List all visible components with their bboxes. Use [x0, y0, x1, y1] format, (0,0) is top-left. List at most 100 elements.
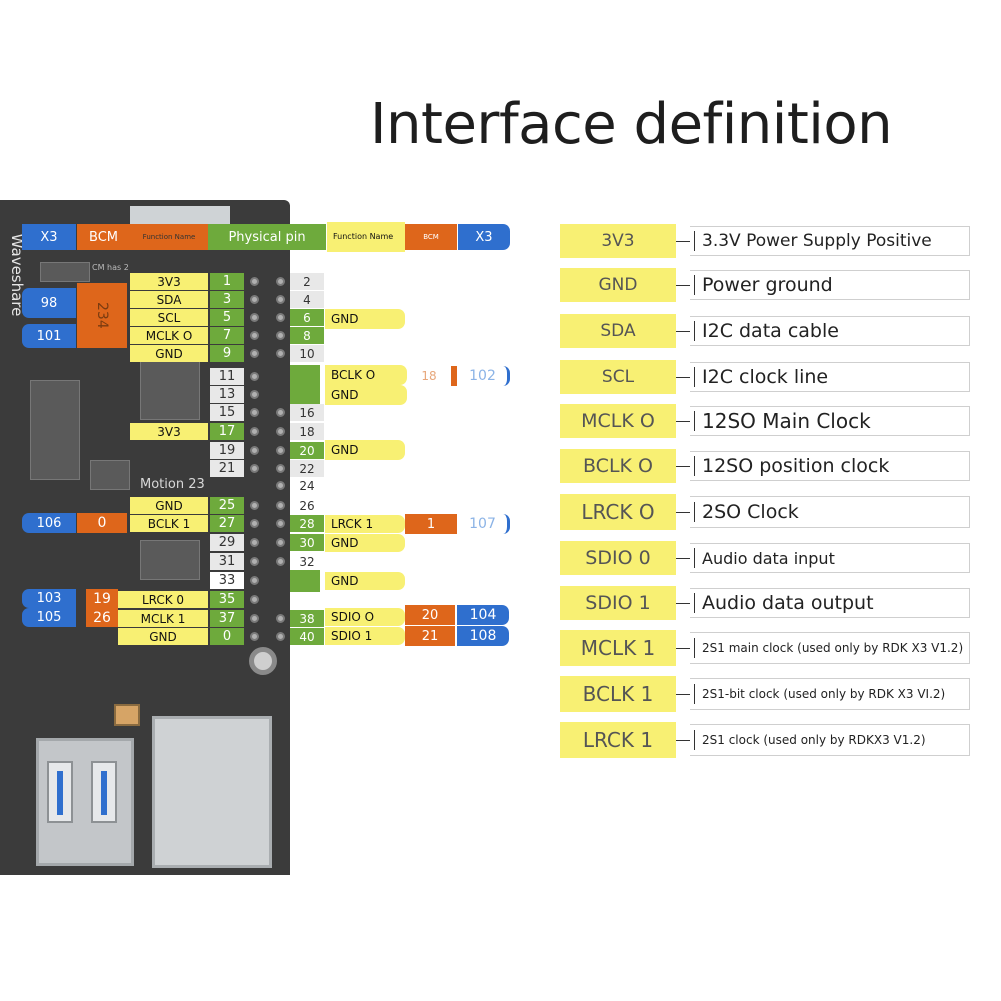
pin-block [290, 570, 320, 592]
function-label: BCLK O [325, 365, 407, 385]
legend-key: GND [560, 268, 676, 302]
x3-label: 108 [457, 626, 509, 646]
function-label: BCLK 1 [130, 515, 208, 532]
bcm-label: 18 [407, 366, 457, 386]
bcm-label: 26 [86, 608, 118, 627]
function-label: MCLK O [130, 327, 208, 344]
legend-divider [694, 367, 695, 387]
physical-pin-label: 10 [290, 345, 324, 362]
physical-pin-label: 7 [210, 327, 244, 344]
legend-divider [694, 729, 695, 751]
pin-hole [250, 390, 259, 399]
function-label: 3V3 [130, 423, 208, 440]
pin-hole [276, 557, 285, 566]
physical-pin-label: 28 [290, 515, 324, 532]
pin-hole [276, 331, 285, 340]
physical-pin-label: 25 [210, 497, 244, 514]
legend-key: LRCK O [560, 494, 676, 530]
bcm-label: 20 [405, 605, 455, 625]
x3-label: 98 [22, 288, 76, 318]
legend-connector [676, 331, 690, 332]
pin-hole [276, 277, 285, 286]
legend-connector [676, 694, 690, 695]
legend-row: MCLK 1 2S1 main clock (used only by RDK X… [560, 630, 970, 666]
pin-hole [250, 614, 259, 623]
bcm-label: 1 [405, 514, 457, 534]
usb-contact [101, 771, 107, 815]
chip [40, 262, 90, 282]
function-label: SDIO 1 [325, 627, 405, 645]
chip [30, 380, 80, 480]
pin-hole [250, 519, 259, 528]
physical-pin-label: 35 [210, 591, 244, 608]
pin-hole [276, 295, 285, 304]
legend-divider [694, 275, 695, 295]
legend-divider [694, 548, 695, 568]
usb-port [36, 738, 134, 866]
function-label: GND [325, 385, 407, 405]
legend-key: MCLK 1 [560, 630, 676, 666]
legend-divider [694, 593, 695, 613]
header-function-name-left: Function Name [130, 224, 208, 250]
header-x3-left: X3 [22, 224, 76, 250]
legend-divider [694, 411, 695, 431]
legend-connector [676, 241, 690, 242]
physical-pin-label: 19 [210, 442, 244, 459]
physical-pin-label: 29 [210, 534, 244, 551]
legend-key: SDIO 0 [560, 541, 676, 575]
x3-label: 106 [22, 513, 76, 533]
legend-row: SDIO 1 Audio data output [560, 586, 970, 620]
legend-description: 12SO position clock [690, 451, 970, 481]
legend-description: 12SO Main Clock [690, 406, 970, 436]
legend-description: 3.3V Power Supply Positive [690, 226, 970, 256]
pin-hole [276, 519, 285, 528]
physical-pin-label: 2 [290, 273, 324, 290]
physical-pin-label: 0 [210, 628, 244, 645]
physical-pin-label: 3 [210, 291, 244, 308]
pin-hole [276, 632, 285, 641]
cm-label: CM has 2 [92, 263, 129, 272]
physical-pin-label: 30 [290, 534, 324, 551]
physical-pin-label: 20 [290, 442, 324, 459]
legend-description: 2S1 clock (used only by RDKX3 V1.2) [690, 724, 970, 756]
function-label: SDIO O [325, 608, 405, 626]
physical-pin-label: 9 [210, 345, 244, 362]
function-label: GND [130, 497, 208, 514]
bcm-label: 21 [405, 626, 455, 646]
header-bcm-left: BCM [77, 224, 130, 250]
legend-description: 2S1 main clock (used only by RDK X3 V1.2… [690, 632, 970, 664]
x3-label: 103 [22, 589, 76, 608]
function-label: GND [325, 309, 405, 329]
legend-key: SDA [560, 314, 676, 348]
x3-label: 107 [458, 514, 510, 534]
pin-hole [250, 313, 259, 322]
legend-key: 3V3 [560, 224, 676, 258]
pin-hole [250, 632, 259, 641]
bcm-label: 234 [77, 283, 127, 348]
function-label: LRCK 1 [325, 515, 405, 533]
chip [90, 460, 130, 490]
legend-key: BCLK 1 [560, 676, 676, 712]
physical-pin-label: 37 [210, 610, 244, 627]
usb-slot [47, 761, 73, 823]
physical-pin-label: 13 [210, 386, 244, 403]
legend-key: SDIO 1 [560, 586, 676, 620]
legend-divider [694, 456, 695, 476]
pin-hole [250, 408, 259, 417]
legend-description: Audio data output [690, 588, 970, 618]
physical-pin-label: 16 [290, 404, 324, 421]
function-label: GND [325, 440, 405, 460]
physical-pin-label: 31 [210, 553, 244, 570]
chip [140, 360, 200, 420]
pin-hole [250, 595, 259, 604]
header-physical-pin: Physical pin [208, 224, 326, 250]
pin-hole [250, 427, 259, 436]
pin-hole [250, 538, 259, 547]
